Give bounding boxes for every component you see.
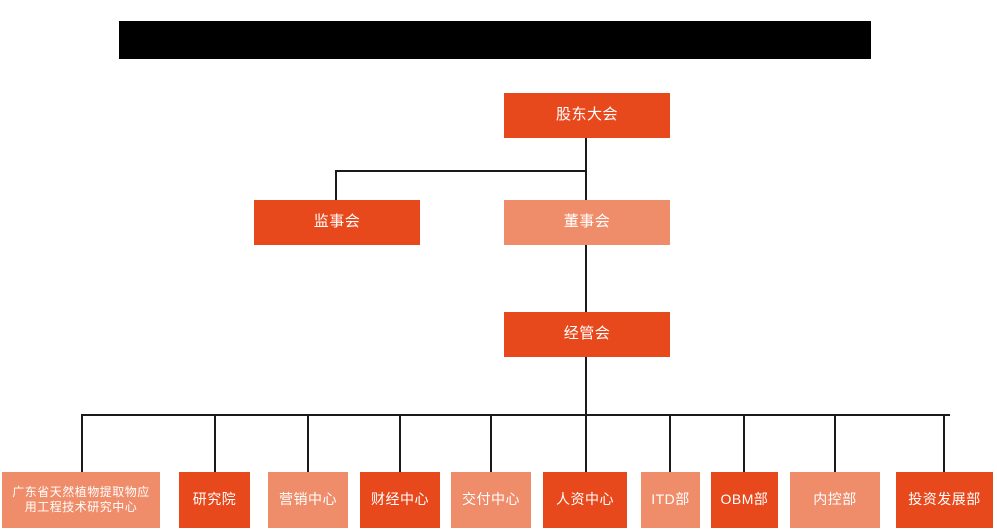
node-management-committee[interactable]: 经管会 xyxy=(504,312,670,357)
node-department-delivery-center[interactable]: 交付中心 xyxy=(451,472,531,528)
node-board-of-supervisors[interactable]: 监事会 xyxy=(254,200,420,245)
connector-directors-to-management xyxy=(585,245,587,312)
connector-shareholders-bus xyxy=(336,170,586,172)
connector-management-down xyxy=(585,357,587,415)
node-shareholders-meeting-label: 股东大会 xyxy=(555,106,618,124)
node-department-research-institute-label: 研究院 xyxy=(192,491,237,508)
connector-department-drop-7 xyxy=(669,414,671,472)
node-department-investment-development[interactable]: 投资发展部 xyxy=(896,472,993,528)
connector-departments-bus xyxy=(81,414,950,416)
node-department-internal-control[interactable]: 内控部 xyxy=(790,472,880,528)
node-department-hr-center[interactable]: 人资中心 xyxy=(543,472,627,528)
node-department-research-center[interactable]: 广东省天然植物提取物应 用工程技术研究中心 xyxy=(2,472,160,528)
node-department-internal-control-label: 内控部 xyxy=(813,491,857,508)
connector-department-drop-4 xyxy=(399,414,401,472)
connector-department-drop-10 xyxy=(943,414,945,472)
node-department-research-institute[interactable]: 研究院 xyxy=(179,472,250,528)
node-department-itd[interactable]: ITD部 xyxy=(641,472,700,528)
connector-department-drop-1 xyxy=(81,414,83,472)
node-department-delivery-center-label: 交付中心 xyxy=(462,491,520,508)
node-department-marketing-center[interactable]: 营销中心 xyxy=(268,472,348,528)
node-department-obm-label: OBM部 xyxy=(720,491,769,508)
node-shareholders-meeting[interactable]: 股东大会 xyxy=(504,93,670,138)
connector-department-drop-8 xyxy=(743,414,745,472)
redacted-title-bar xyxy=(119,21,871,59)
connector-directors-down xyxy=(585,170,587,200)
node-department-research-center-label: 广东省天然植物提取物应 用工程技术研究中心 xyxy=(12,485,150,514)
connector-shareholders-down xyxy=(585,138,587,172)
node-department-finance-center-label: 财经中心 xyxy=(371,491,429,508)
connector-department-drop-5 xyxy=(490,414,492,472)
node-department-hr-center-label: 人资中心 xyxy=(556,491,614,508)
connector-department-drop-3 xyxy=(307,414,309,472)
node-management-committee-label: 经管会 xyxy=(563,325,611,343)
node-department-investment-development-label: 投资发展部 xyxy=(908,491,981,508)
node-department-obm[interactable]: OBM部 xyxy=(711,472,778,528)
connector-department-drop-9 xyxy=(834,414,836,472)
connector-department-drop-2 xyxy=(214,414,216,472)
node-department-finance-center[interactable]: 财经中心 xyxy=(360,472,440,528)
node-board-of-directors[interactable]: 董事会 xyxy=(504,200,670,245)
connector-supervisors-down xyxy=(335,170,337,200)
node-board-of-supervisors-label: 监事会 xyxy=(313,213,361,231)
node-department-marketing-center-label: 营销中心 xyxy=(279,491,337,508)
node-department-itd-label: ITD部 xyxy=(651,491,690,508)
node-board-of-directors-label: 董事会 xyxy=(563,213,611,231)
connector-department-drop-6 xyxy=(585,414,587,472)
